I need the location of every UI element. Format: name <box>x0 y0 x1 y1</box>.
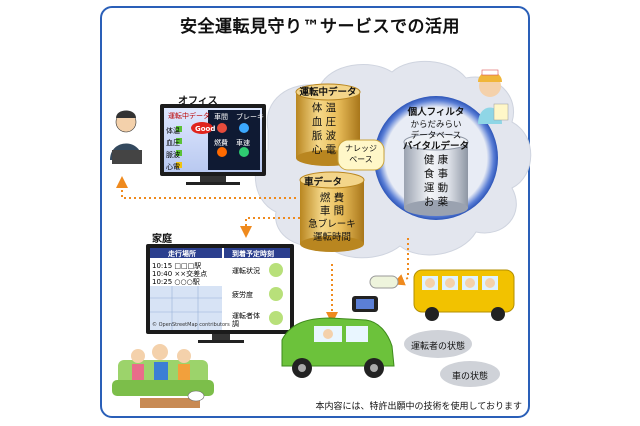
vital-data-cylinder <box>403 133 469 216</box>
knowledge-base-label: ナレッジ ベース <box>345 144 377 164</box>
family-illustration <box>112 344 214 408</box>
driver-state-oval <box>404 330 472 358</box>
office-tab-4: 車速 <box>236 139 250 147</box>
car-item-1: 燃 費 <box>319 192 345 204</box>
office-row-3: 脈波 <box>166 151 180 159</box>
nurse-illustration <box>478 69 509 124</box>
laptop-icon <box>112 150 142 164</box>
home-status-1: 運転状況 <box>232 267 260 275</box>
school-bus-illustration <box>413 269 515 321</box>
flow-arrows <box>116 176 409 324</box>
driving-item-2: 血 圧 <box>311 116 337 128</box>
knowledge-base-badge <box>337 139 385 171</box>
home-col-1: 走行場所 <box>168 250 196 258</box>
driving-data-cylinder <box>295 83 361 166</box>
office-screen-badge: Good <box>195 125 216 133</box>
office-row-4: 心電 <box>166 163 180 171</box>
patent-footnote: 本内容には、特許出願中の技術を使用しております <box>315 402 522 412</box>
office-row-2: 血圧 <box>166 139 180 147</box>
office-screen-header: 運転中データ <box>168 112 210 120</box>
car-state-label: 車の状態 <box>451 372 488 382</box>
office-tab-1: 車間 <box>214 113 228 121</box>
car-item-3: 急ブレーキ <box>308 219 356 230</box>
office-label: オフィス <box>178 96 218 107</box>
vital-item-2: 食 事 <box>423 168 449 180</box>
home-time-1: 10:15 □□□駅 <box>152 262 202 270</box>
office-row-1: 体温 <box>166 127 180 135</box>
driving-item-1: 体 温 <box>311 102 337 114</box>
sensor-device-icon <box>369 275 399 289</box>
vital-data-title: バイタルデータ <box>402 141 470 152</box>
diagram-title: 安全運転見守り™サービスでの活用 <box>180 17 460 37</box>
office-tab-2: ブレーキ <box>236 113 264 121</box>
car-state-oval <box>440 361 500 387</box>
car-item-2: 車 間 <box>319 205 345 217</box>
vital-item-3: 運 動 <box>423 182 449 194</box>
home-col-2: 到着予定時刻 <box>232 250 274 258</box>
home-time-3: 10:25 ○○○駅 <box>152 278 200 286</box>
home-label: 家庭 <box>152 234 172 245</box>
home-status-3: 運転者体調 <box>232 312 260 328</box>
home-time-2: 10:40 ××交差点 <box>152 270 208 278</box>
driving-item-4: 心 電 <box>311 144 337 156</box>
personal-filter-sub-2: データベース <box>410 131 462 141</box>
car-item-4: 運転時間 <box>312 232 351 243</box>
car-data-cylinder <box>299 171 365 252</box>
personal-filter-title: 個人フィルタ <box>407 107 465 118</box>
good-badge <box>191 122 213 134</box>
driving-data-title: 運転中データ <box>299 87 357 98</box>
driver-state-label: 運転者の状態 <box>410 342 465 352</box>
personal-filter-sub-1: からだみらい <box>410 120 462 130</box>
green-car-illustration <box>281 317 395 378</box>
vital-item-1: 健 康 <box>423 154 449 166</box>
home-status-2: 疲労度 <box>232 291 253 299</box>
driving-item-3: 脈 波 <box>311 130 337 142</box>
vital-item-4: お 薬 <box>423 196 449 208</box>
map-credit: © OpenStreetMap contributors <box>152 322 230 328</box>
car-data-title: 車データ <box>304 177 343 188</box>
home-tv <box>146 244 294 343</box>
office-illustration <box>110 104 266 185</box>
office-tab-3: 燃費 <box>214 139 228 147</box>
